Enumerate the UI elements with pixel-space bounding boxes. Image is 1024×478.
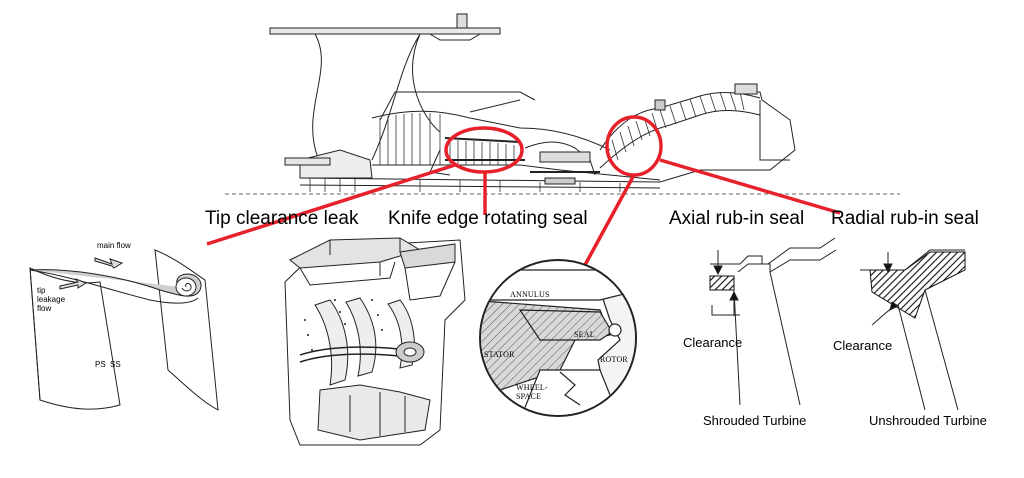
main-flow-label: main flow (97, 241, 131, 250)
engine-supports (309, 178, 621, 192)
tip-clearance-sketch (29, 249, 219, 411)
pressure-side-label: PS (95, 360, 106, 369)
clearance-label-unshrouded: Clearance (833, 338, 893, 353)
annulus-label: ANNULUS (510, 290, 550, 299)
axial-rub-in-title: Axial rub-in seal (669, 208, 805, 229)
tip-leakage-flow-label: tip leakage flow (37, 286, 66, 313)
rotor-label: ROTOR (600, 355, 628, 364)
engine-cross-section (225, 13, 900, 195)
radial-rub-in-title: Radial rub-in seal (831, 208, 979, 229)
leakage-arrow (59, 277, 88, 290)
clearance-label-shrouded: Clearance (683, 335, 743, 350)
leader-knife-edge-detail (583, 174, 636, 266)
seal-detail-magnifier (479, 259, 637, 417)
unshrouded-turbine-label: Unshrouded Turbine (869, 413, 987, 428)
compressor-blades (379, 113, 515, 165)
leader-tip-clearance (206, 163, 456, 246)
seal-label: SEAL (574, 330, 595, 339)
leader-rub-in-seal (659, 158, 841, 215)
shrouded-turbine-label: Shrouded Turbine (703, 413, 807, 428)
tip-clearance-title: Tip clearance leak (205, 208, 359, 229)
wheel-space-label: WHEEL- SPACE (516, 383, 548, 401)
suction-side-label: SS (110, 360, 121, 369)
stator-label: STATOR (484, 350, 515, 359)
radial-rub-in-sketch (860, 249, 966, 411)
knife-edge-title: Knife edge rotating seal (388, 208, 588, 229)
highlight-overlays (206, 115, 841, 266)
knife-edge-isometric-sketch (284, 237, 466, 446)
turbine-blades (611, 91, 745, 161)
axial-rub-in-sketch (709, 237, 837, 406)
main-flow-arrow (94, 257, 124, 269)
